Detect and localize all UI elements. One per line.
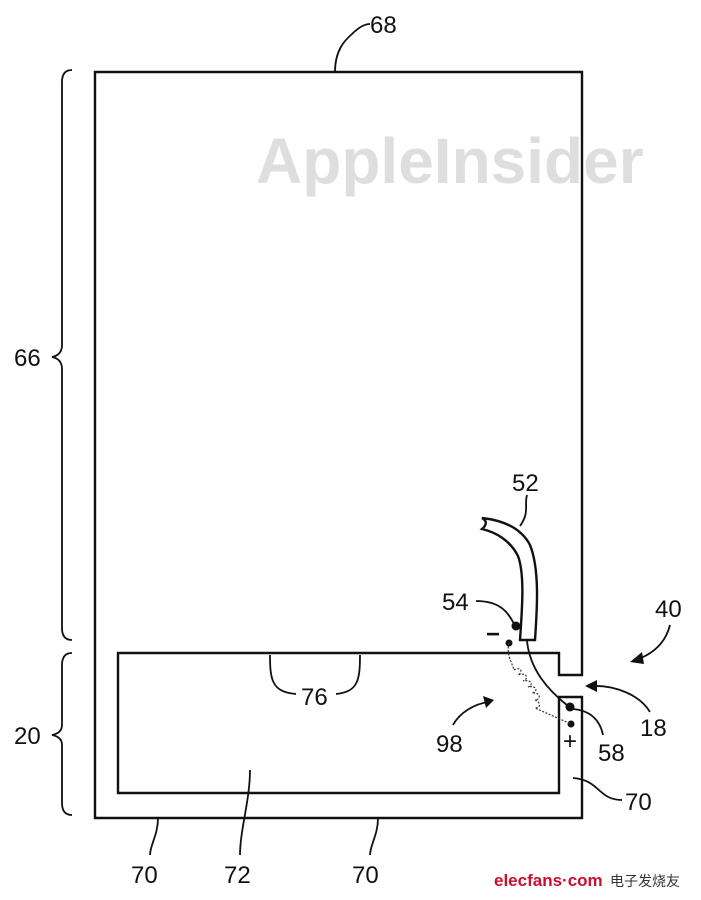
label-76: 76 xyxy=(301,684,328,711)
watermark: AppleInsider xyxy=(256,125,644,197)
elecfans-logo: elecfans·com xyxy=(494,871,603,890)
leader-72 xyxy=(239,769,251,856)
cable-52 xyxy=(479,516,539,642)
arrow-18 xyxy=(591,685,651,713)
label-70-bottom-right: 70 xyxy=(352,862,379,889)
leader-70-right xyxy=(572,777,623,801)
label-68: 68 xyxy=(370,12,397,39)
label-98: 98 xyxy=(436,731,463,758)
arrowhead-18 xyxy=(585,680,597,692)
brace-66 xyxy=(51,69,73,641)
device-housing-outline xyxy=(93,70,584,820)
label-58: 58 xyxy=(598,740,625,767)
leader-70-bottom-left xyxy=(149,817,159,856)
coil-98 xyxy=(507,642,572,725)
elecfans-logo-chinese: 电子发烧友 xyxy=(610,874,680,890)
leader-70-bottom-right xyxy=(369,817,379,856)
label-70-bottom-left: 70 xyxy=(131,862,158,889)
wire-18 xyxy=(526,640,569,707)
label-54: 54 xyxy=(442,589,469,616)
label-52: 52 xyxy=(512,470,539,497)
label-40: 40 xyxy=(655,596,682,623)
coil-terminal-plus xyxy=(567,720,575,728)
brace-20 xyxy=(51,652,73,816)
leader-52 xyxy=(519,494,528,527)
label-72: 72 xyxy=(224,862,251,889)
label-70-right: 70 xyxy=(625,789,652,816)
leader-76-left xyxy=(269,654,297,695)
label-20: 20 xyxy=(14,723,41,750)
leader-58 xyxy=(571,708,604,736)
label-66: 66 xyxy=(14,345,41,372)
plus-sign: + xyxy=(563,728,577,755)
leader-76-right xyxy=(335,654,361,695)
arrowhead-98 xyxy=(483,696,494,708)
leader-54 xyxy=(475,600,515,625)
minus-sign: − xyxy=(486,621,500,648)
arrow-98 xyxy=(452,701,489,726)
contact-58 xyxy=(565,702,575,712)
arrowhead-40 xyxy=(630,652,644,664)
leader-68 xyxy=(334,23,371,73)
label-18: 18 xyxy=(640,715,667,742)
